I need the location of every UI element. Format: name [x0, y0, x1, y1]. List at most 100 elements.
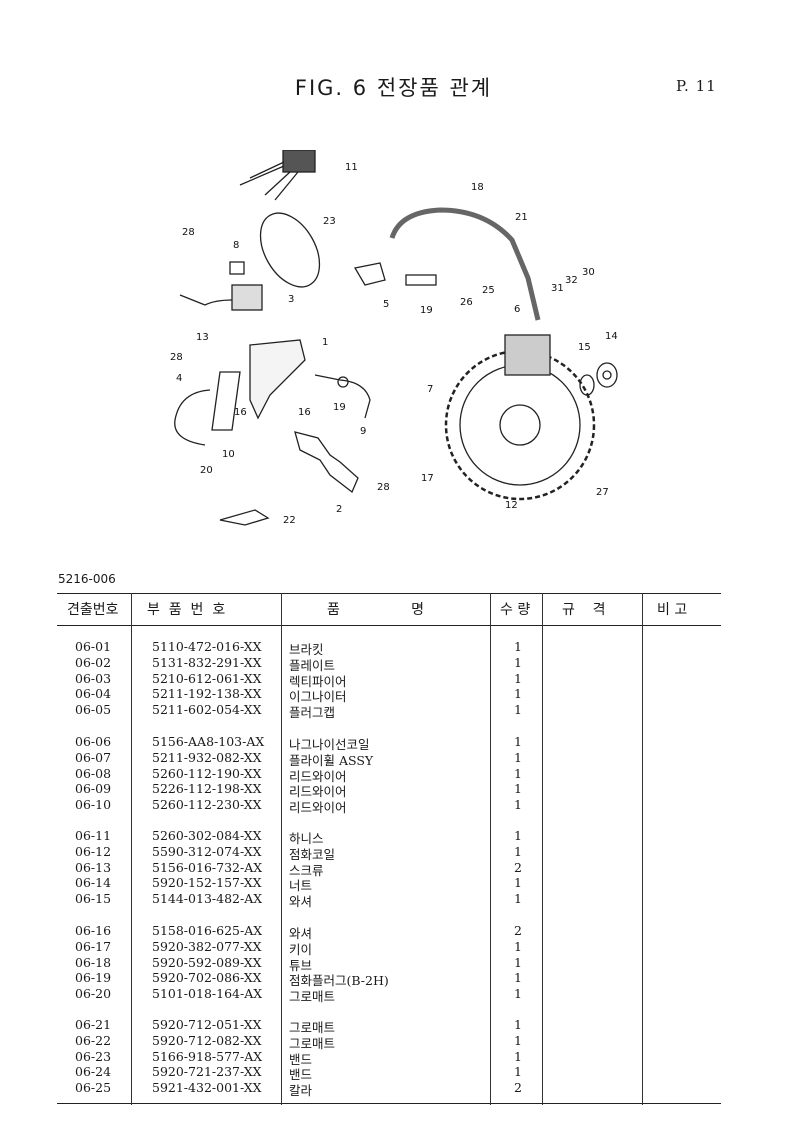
qty-cell: 1: [514, 843, 522, 859]
ref-cell: 06-02: [75, 654, 112, 670]
callout-label: 16: [234, 407, 247, 418]
qty-cell: 1: [514, 875, 522, 891]
callout-label: 18: [471, 182, 484, 193]
page-title: FIG. 6 전장품 관계: [294, 76, 493, 100]
part-no-cell: 5590-312-074-XX: [152, 843, 262, 859]
ref-cell: 06-05: [75, 702, 112, 718]
band-24-drawing: [259, 212, 321, 288]
name-cell: 너트: [289, 878, 313, 894]
ref-cell: 06-04: [75, 686, 112, 702]
callout-label: 20: [200, 465, 213, 476]
part-no-cell: 5211-602-054-XX: [152, 702, 262, 718]
callout-label: 2: [336, 504, 342, 515]
part-no-cell: 5158-016-625-AX: [152, 923, 263, 938]
callout-label: 22: [283, 515, 296, 526]
name-cell: 플러그캡: [289, 705, 336, 721]
part-no-cell: 5144-013-482-AX: [152, 891, 263, 907]
part-no-cell: 5166-918-577-AX: [152, 1048, 263, 1064]
plug-cap-drawing: [353, 262, 437, 286]
part-no-cell: 5110-472-016-XX: [152, 639, 262, 654]
ref-cell: 06-23: [75, 1048, 112, 1064]
qty-cell: 1: [514, 1017, 522, 1032]
name-cell: 리드와이어: [289, 800, 347, 816]
callout-label: 23: [323, 216, 336, 227]
table-header-rule: [57, 625, 721, 626]
callout-label: 32: [565, 275, 578, 286]
qty-cell: 2: [514, 859, 522, 875]
header-ref: 견출번호: [67, 602, 119, 618]
bracket-drawing: [249, 339, 306, 420]
ref-cell: 06-11: [75, 828, 112, 843]
ref-cell: 06-22: [75, 1032, 112, 1048]
column-divider: [642, 593, 643, 1105]
qty-cell: 1: [514, 797, 522, 813]
callout-labels: 11 23 28 8 3 1 13 28 4 16 16 19 9 10 20 …: [170, 162, 618, 526]
callout-label: 12: [505, 500, 518, 511]
callout-label: 19: [420, 305, 433, 316]
callout-label: 4: [176, 373, 182, 384]
name-cell: 그로매트: [289, 1035, 336, 1051]
qty-cell: 1: [514, 970, 522, 986]
qty-cell: 1: [514, 1064, 522, 1080]
callout-label: 15: [578, 342, 591, 353]
part-no-cell: 5156-016-732-AX: [152, 859, 263, 875]
name-cell: 리드와이어: [289, 768, 347, 784]
header-spec: 규 격: [562, 602, 606, 618]
name-cell: 이그나이터: [289, 689, 347, 705]
ref-cell: 06-07: [75, 749, 112, 765]
qty-cell: 1: [514, 986, 522, 1002]
part-no-cell: 5260-112-230-XX: [152, 797, 262, 813]
name-cell: 와셔: [289, 926, 313, 941]
qty-cell: 2: [514, 923, 522, 938]
callout-label: 25: [482, 285, 495, 296]
name-cell: 그로매트: [289, 1020, 336, 1035]
name-cell: 칼라: [289, 1083, 313, 1099]
callout-label: 28: [377, 482, 390, 493]
harness-drawing: [239, 150, 316, 201]
column-divider: [281, 593, 282, 1105]
ref-cell: 06-16: [75, 923, 112, 938]
page-number: P. 11: [676, 77, 717, 95]
part-no-cell: 5920-712-082-XX: [152, 1032, 262, 1048]
qty-cell: 1: [514, 686, 522, 702]
name-cell: 밴드: [289, 1067, 313, 1083]
header-qty: 수 량: [500, 602, 531, 618]
name-cell: 리드와이어: [289, 784, 347, 800]
ref-cell: 06-01: [75, 639, 112, 654]
exploded-parts-diagram: 11 23 28 8 3 1 13 28 4 16 16 19 9 10 20 …: [170, 150, 618, 526]
ref-cell: 06-24: [75, 1064, 112, 1080]
column-divider: [131, 593, 132, 1105]
callout-label: 28: [170, 352, 183, 363]
part-no-cell: 5131-832-291-XX: [152, 654, 262, 670]
qty-cell: 1: [514, 938, 522, 954]
callout-label: 27: [596, 487, 609, 498]
ref-cell: 06-19: [75, 970, 112, 986]
igniter-drawing: [174, 371, 241, 446]
qty-cell: 1: [514, 749, 522, 765]
name-cell: 하니스: [289, 831, 324, 846]
ref-cell: 06-06: [75, 734, 112, 749]
ref-cell: 06-25: [75, 1080, 112, 1096]
part-no-cell: 5156-AA8-103-AX: [152, 734, 265, 749]
callout-label: 6: [514, 304, 520, 315]
callout-label: 1: [322, 337, 328, 348]
qty-cell: 1: [514, 734, 522, 749]
qty-cell: 1: [514, 954, 522, 970]
name-cell: 튜브: [289, 957, 313, 973]
part-no-cell: 5210-612-061-XX: [152, 670, 262, 686]
lead-wire-drawing: [314, 374, 371, 419]
qty-cell: 1: [514, 654, 522, 670]
part-no-cell: 5920-702-086-XX: [152, 970, 262, 986]
qty-cell: 1: [514, 781, 522, 797]
callout-label: 17: [421, 473, 434, 484]
name-cell: 브라킷: [289, 642, 324, 657]
column-divider: [490, 593, 491, 1105]
ref-cell: 06-08: [75, 765, 112, 781]
part-no-cell: 5920-721-237-XX: [152, 1064, 262, 1080]
name-cell: 점화코일: [289, 846, 336, 862]
ref-cell: 06-15: [75, 891, 112, 907]
part-no-cell: 5921-432-001-XX: [152, 1080, 262, 1096]
callout-label: 31: [551, 283, 564, 294]
callout-label: 16: [298, 407, 311, 418]
